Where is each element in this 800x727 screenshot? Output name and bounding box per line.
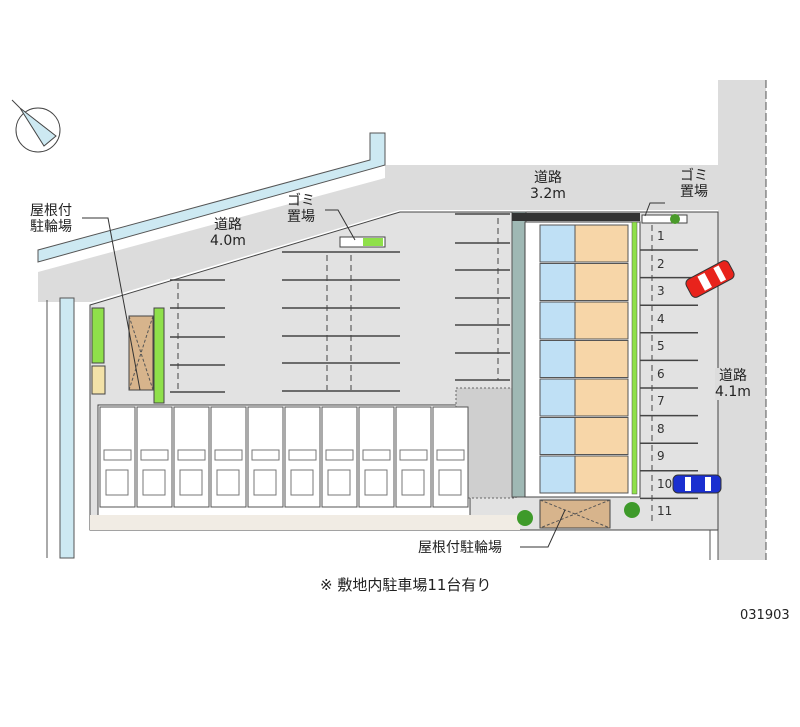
apartment-unit-room <box>574 224 629 263</box>
road-north <box>38 165 718 302</box>
parking-space-number: 11 <box>657 504 673 518</box>
apartment-unit <box>395 406 432 508</box>
car-red-icon <box>685 260 735 298</box>
parking-space-number: 7 <box>657 394 665 408</box>
tree <box>624 502 640 518</box>
apartment-unit <box>210 406 247 508</box>
apartment-unit <box>432 406 469 508</box>
apartment-unit-room <box>574 340 629 378</box>
garbage-label-right: ゴミ置場 <box>680 168 708 200</box>
bike-parking-label-south: 屋根付駐輪場 <box>418 540 502 556</box>
hedge <box>153 307 165 404</box>
apartment-unit-bath <box>539 263 576 301</box>
apartment-unit-bath <box>539 301 576 340</box>
apartment-unit <box>173 406 210 508</box>
parking-space-number: 10 <box>657 476 673 491</box>
road-east <box>718 80 766 560</box>
parking-space-number: 1 <box>657 229 665 243</box>
garbage-area-right <box>641 214 688 224</box>
tree <box>517 510 533 526</box>
garbage-label-left: ゴミ置場 <box>287 193 315 225</box>
property-code: 031903 <box>740 608 790 623</box>
apartment-unit-room <box>574 455 629 494</box>
apartment-unit-bath <box>539 455 576 494</box>
north-compass-icon <box>11 99 61 153</box>
apartment-unit-bath <box>539 378 576 417</box>
apartment-unit-bath <box>539 224 576 263</box>
bicycle-rack <box>91 365 106 395</box>
apartment-unit <box>99 406 136 508</box>
water-channel <box>37 132 386 263</box>
apartment-unit-room <box>574 417 629 455</box>
apartment-unit <box>247 406 284 508</box>
apartment-unit <box>358 406 395 508</box>
apartment-unit <box>321 406 358 508</box>
bike-parking-label-left: 屋根付駐輪場 <box>30 203 72 235</box>
parking-space-number: 3 <box>657 284 665 298</box>
parking-space-number: 5 <box>657 339 665 353</box>
parking-note: ※ 敷地内駐車場11台有り <box>320 576 492 594</box>
apartment-unit-room <box>574 263 629 301</box>
apartment-unit <box>136 406 173 508</box>
car-blue-icon <box>672 474 722 494</box>
apartment-unit-room <box>574 301 629 340</box>
water-channel-west <box>59 297 75 559</box>
apartment-unit-bath <box>539 340 576 378</box>
apartment-unit <box>284 406 321 508</box>
parking-space-number: 6 <box>657 366 665 381</box>
apartment-unit-room <box>574 378 629 417</box>
hedge <box>91 307 105 364</box>
garbage-area-left <box>339 236 386 248</box>
parking-space-number: 4 <box>657 311 665 326</box>
parking-space-number: 9 <box>657 449 665 463</box>
parking-space-number: 2 <box>657 256 665 271</box>
apartment-unit-bath <box>539 417 576 455</box>
parking-space-number: 8 <box>657 421 665 436</box>
